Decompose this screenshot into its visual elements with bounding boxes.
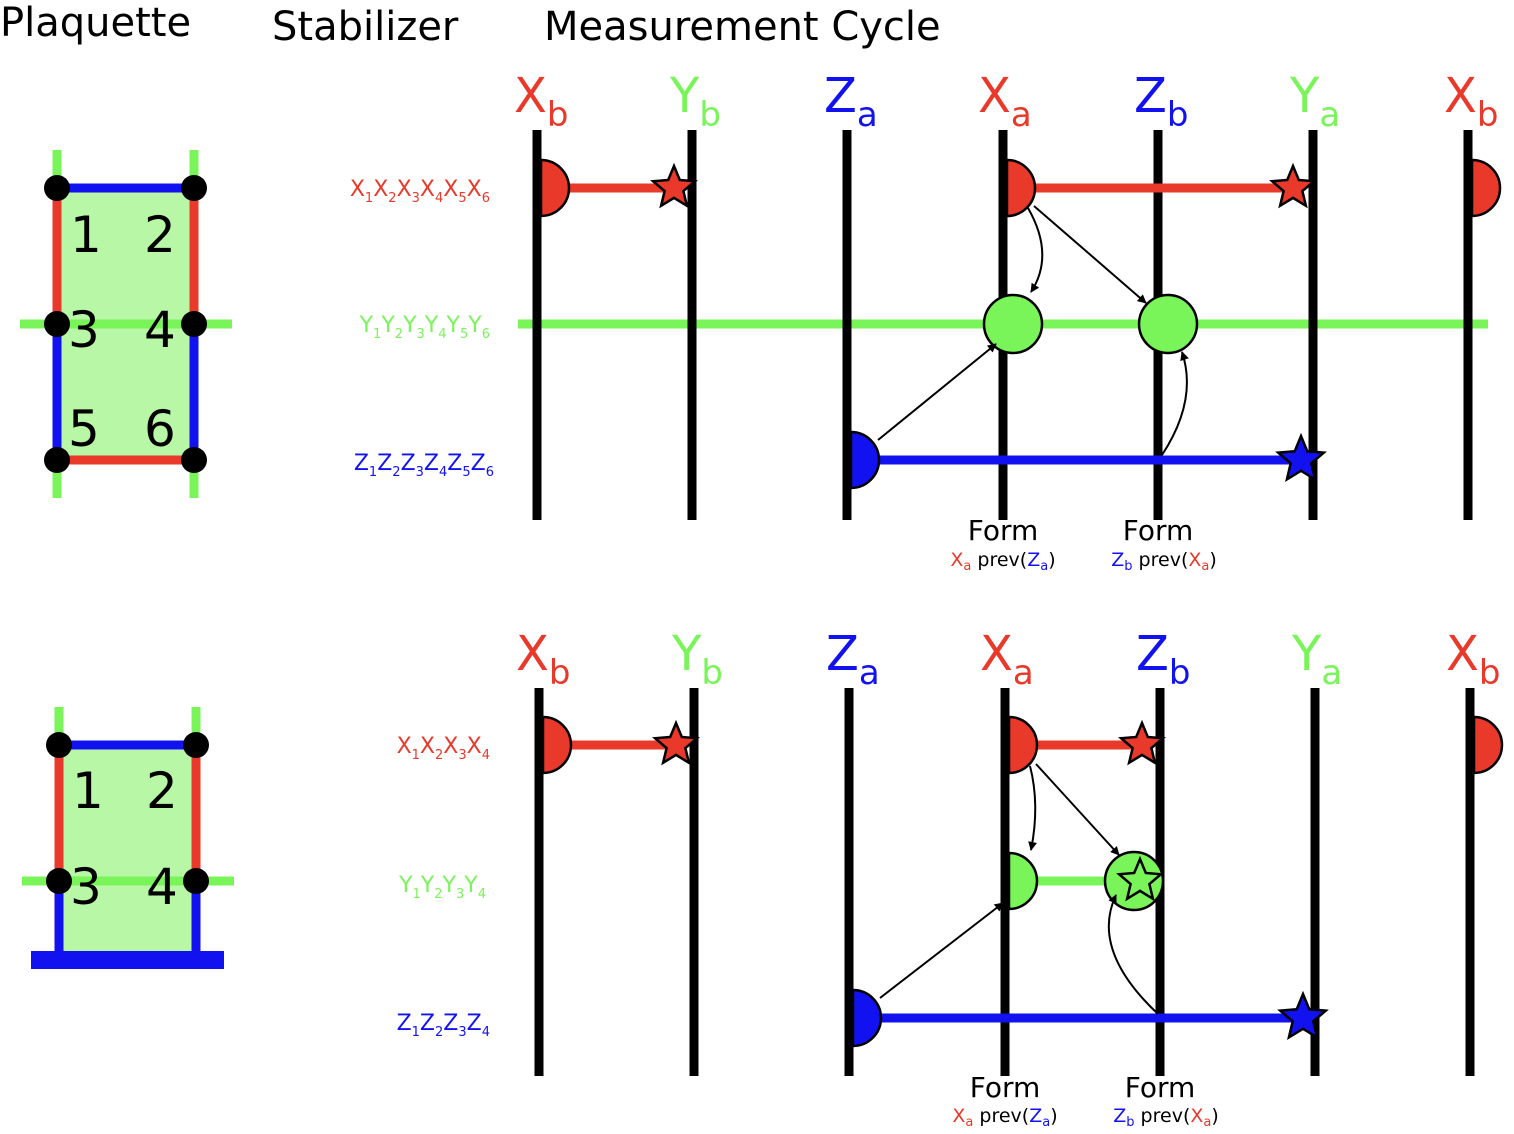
qubit-number: 3	[70, 858, 102, 916]
qubit-vertex	[46, 732, 72, 758]
plaquette-6-qubit: 1 2 3 4 5 6	[20, 150, 232, 498]
arrow	[1107, 894, 1159, 1015]
column-label: Xb	[516, 626, 570, 693]
qubit-number: 6	[144, 400, 176, 458]
qubit-vertex	[44, 311, 70, 337]
column-label: Yb	[669, 68, 721, 135]
x-end-star	[650, 162, 698, 209]
stabilizer-label-z: Z1Z2Z3Z4Z5Z6	[354, 451, 494, 480]
column-label: Ya	[1289, 68, 1340, 135]
stabilizer-label-x: X1X2X3X4	[397, 734, 490, 763]
qubit-vertex	[46, 868, 72, 894]
form-label: Form	[968, 514, 1039, 547]
arrow	[1161, 351, 1189, 456]
column-headers: Xb Yb Za Xa Zb Ya Xb	[516, 626, 1500, 693]
column-label: Xb	[1446, 626, 1500, 693]
qubit-number: 3	[68, 301, 100, 359]
qubit-vertex	[183, 732, 209, 758]
qubit-vertex	[44, 175, 70, 201]
form-detail: Xa prev(Za)	[952, 1105, 1057, 1130]
stabilizer-label-x: X1X2X3X4X5X6	[350, 177, 490, 206]
qubit-number: 2	[144, 206, 176, 264]
stabilizer-label-y: Y1Y2Y3Y4Y5Y6	[359, 313, 490, 342]
column-label: Ya	[1291, 626, 1342, 693]
column-label: Za	[826, 626, 880, 693]
column-headers: Xb Yb Za Xa Zb Ya Xb	[514, 68, 1498, 135]
qubit-vertex	[44, 447, 70, 473]
qubit-number: 4	[144, 301, 176, 359]
arrow	[879, 902, 1004, 999]
arrow	[1033, 205, 1147, 304]
z-start-marker	[851, 988, 883, 1048]
y-end-star	[1116, 855, 1164, 902]
arrow	[1035, 763, 1120, 856]
plaquette-4-qubit: 1 2 3 4	[22, 707, 234, 969]
column-label: Yb	[671, 626, 723, 693]
column-label: Za	[824, 68, 878, 135]
column-label: Xb	[1444, 68, 1498, 135]
y-formed-circle	[1137, 293, 1199, 355]
form-detail: Zb prev(Xa)	[1113, 1105, 1219, 1130]
qubit-number: 2	[146, 762, 178, 820]
x-start-marker	[539, 158, 571, 218]
stabilizer-label-y: Y1Y2Y3Y4	[398, 873, 486, 902]
column-label: Xa	[978, 68, 1032, 135]
form-detail: Xa prev(Za)	[950, 549, 1055, 574]
form-label: Form	[1125, 1071, 1196, 1104]
stabilizer-header: Stabilizer	[272, 4, 459, 50]
plaquette-face	[59, 745, 196, 961]
measurement-cycle-header: Measurement Cycle	[544, 4, 941, 50]
x-start-marker	[541, 715, 573, 775]
qubit-vertex	[181, 311, 207, 337]
arrow	[1027, 207, 1044, 293]
column-label: Xb	[514, 68, 568, 135]
panel-1: 1 2 3 4 5 6 X1X2X3X4X5X6 Y1Y2Y3Y4Y5Y6 Z1…	[20, 68, 1502, 574]
x-start-marker	[1007, 715, 1039, 775]
y-formed-circle	[982, 293, 1044, 355]
z-start-marker	[849, 430, 881, 490]
form-label: Form	[970, 1071, 1041, 1104]
arrow	[1028, 765, 1037, 851]
qubit-vertex	[181, 447, 207, 473]
qubit-vertex	[183, 868, 209, 894]
column-label: Zb	[1134, 68, 1188, 135]
column-label: Zb	[1136, 626, 1190, 693]
x-end-star	[1118, 719, 1166, 766]
x-end-star	[652, 719, 700, 766]
column-label: Xa	[980, 626, 1034, 693]
plaquette-header: Plaquette	[0, 0, 191, 46]
form-detail: Zb prev(Xa)	[1111, 549, 1217, 574]
qubit-number: 5	[68, 400, 100, 458]
x-start-marker	[1005, 158, 1037, 218]
stabilizer-label-z: Z1Z2Z3Z4	[397, 1011, 490, 1040]
z-end-star	[1277, 990, 1329, 1041]
x-start-marker	[1472, 715, 1504, 775]
qubit-number: 4	[146, 858, 178, 916]
y-start-marker	[1007, 851, 1039, 911]
qubit-number: 1	[72, 762, 104, 820]
qubit-number: 1	[70, 206, 102, 264]
form-label: Form	[1123, 514, 1194, 547]
arrow	[877, 343, 997, 441]
x-start-marker	[1470, 158, 1502, 218]
x-end-star	[1269, 162, 1317, 209]
panel-2: 1 2 3 4 X1X2X3X4 Y1Y2Y3Y4 Z1Z2Z3Z4 Xb Yb…	[22, 626, 1504, 1130]
z-end-star	[1275, 432, 1327, 483]
qubit-vertex	[181, 175, 207, 201]
